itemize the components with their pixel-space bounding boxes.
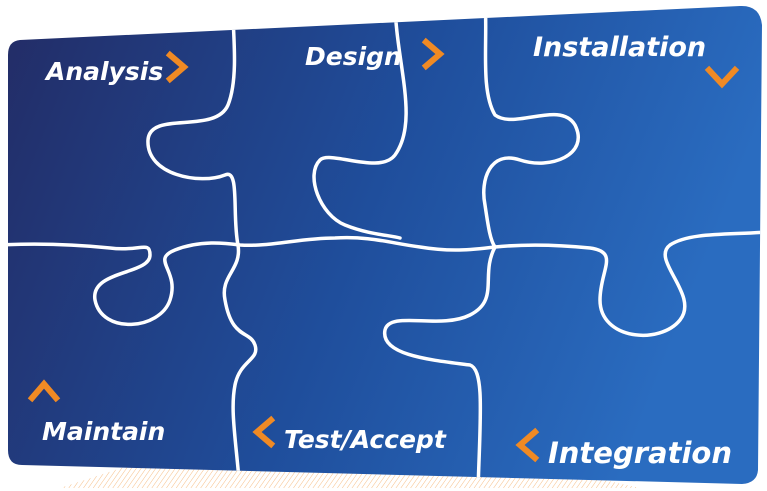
phase-analysis: Analysis [44, 50, 189, 86]
chevron-left-icon [515, 427, 540, 463]
horizontal-seam [8, 230, 762, 338]
vertical-seam-right [482, 5, 580, 249]
phase-label: Integration [548, 436, 732, 470]
chevron-right-icon [165, 50, 189, 84]
chevron-up-icon [27, 379, 61, 403]
vertical-seam-middle [312, 5, 497, 484]
phase-installation: Installation [533, 32, 740, 89]
chevron-left-icon [252, 415, 276, 449]
chevron-down-icon [704, 65, 740, 89]
phase-maintain: Maintain [27, 379, 165, 446]
phase-label: Analysis [44, 57, 163, 86]
chevron-right-icon [421, 37, 445, 71]
phase-design: Design [305, 37, 445, 71]
phase-label: Maintain [42, 417, 165, 446]
phase-label: Test/Accept [284, 425, 447, 454]
phase-label: Installation [533, 32, 706, 63]
vertical-seam-left [146, 5, 258, 484]
phase-test-accept: Test/Accept [252, 415, 447, 454]
phase-label: Design [305, 42, 402, 71]
phase-integration: Integration [515, 427, 732, 470]
